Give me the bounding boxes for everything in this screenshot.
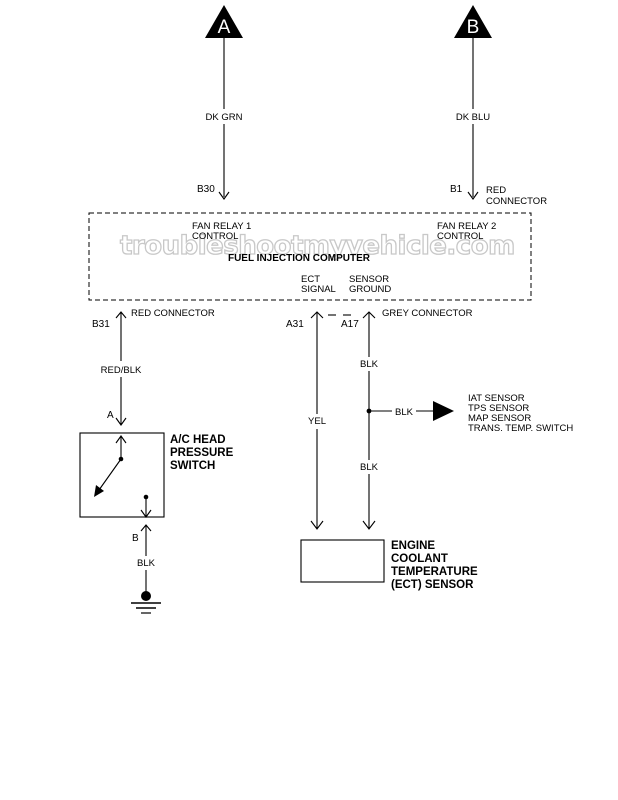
wire-red-blk: RED/BLK	[101, 312, 142, 426]
connector-a: A	[205, 5, 243, 38]
wire-label-blk-ground: BLK	[137, 558, 156, 569]
computer-title: FUEL INJECTION COMPUTER	[228, 253, 371, 264]
wire-label-blk-branch: BLK	[395, 407, 414, 418]
ect-sensor-line2: COOLANT	[391, 553, 448, 565]
wire-label-red-blk: RED/BLK	[101, 365, 142, 376]
pin-b31: B31	[92, 319, 110, 330]
pin-b30: B30	[197, 184, 215, 195]
watermark: troubleshootmyvehicle.com	[120, 231, 515, 261]
pin-b1: B1	[450, 184, 463, 195]
connector-b: B	[454, 5, 492, 38]
shared-ground-item-2: TPS SENSOR	[468, 403, 529, 414]
red-connector-left: RED CONNECTOR	[131, 308, 215, 319]
wire-label-blk-upper: BLK	[360, 359, 379, 370]
shared-ground-item-1: IAT SENSOR	[468, 393, 525, 404]
ac-head-pressure-switch	[79, 432, 165, 518]
fuel-injection-computer: troubleshootmyvehicle.com FAN RELAY 1 CO…	[88, 212, 532, 301]
pin-switch-b: B	[132, 533, 139, 544]
wire-label-blk-lower: BLK	[360, 462, 379, 473]
arrow-right-icon	[433, 401, 454, 421]
fan-relay-2-line1: FAN RELAY 2	[437, 221, 496, 232]
wire-label-dk-grn: DK GRN	[206, 112, 243, 123]
pin-switch-a: A	[107, 410, 114, 421]
red-connector-top-line1: RED	[486, 185, 506, 196]
fan-relay-1-line1: FAN RELAY 1	[192, 221, 251, 232]
wire-blk-sensor-ground: BLK BLK	[360, 312, 379, 530]
ect-sensor-line3: TEMPERATURE	[391, 566, 478, 578]
shared-ground-item-4: TRANS. TEMP. SWITCH	[468, 423, 573, 434]
wire-yel: YEL	[308, 312, 326, 530]
wire-blk-branch: BLK	[366, 401, 454, 421]
ect-sensor-box	[300, 539, 385, 583]
wire-dk-grn: DK GRN	[206, 38, 243, 200]
fan-relay-1-line2: CONTROL	[192, 231, 238, 242]
grey-connector: GREY CONNECTOR	[382, 308, 473, 319]
connector-a-label: A	[218, 17, 231, 38]
wire-label-dk-blu: DK BLU	[456, 112, 490, 123]
pin-a31: A31	[286, 319, 304, 330]
ground-icon	[131, 591, 161, 614]
wire-dk-blu: DK BLU	[456, 38, 490, 200]
ect-signal-line2: SIGNAL	[301, 284, 336, 295]
red-connector-top-line2: CONNECTOR	[486, 196, 547, 207]
ect-sensor-line1: ENGINE	[391, 540, 435, 552]
ac-switch-line2: PRESSURE	[170, 447, 234, 459]
wire-blk-ground: BLK	[137, 525, 156, 592]
wire-label-yel: YEL	[308, 416, 326, 427]
connector-b-label: B	[467, 17, 480, 38]
fan-relay-2-line2: CONTROL	[437, 231, 483, 242]
ect-sensor-line4: (ECT) SENSOR	[391, 579, 474, 591]
pin-a17: A17	[341, 319, 359, 330]
sensor-ground-line2: GROUND	[349, 284, 391, 295]
shared-ground-item-3: MAP SENSOR	[468, 413, 531, 424]
ect-signal-line1: ECT	[301, 274, 320, 285]
sensor-ground-line1: SENSOR	[349, 274, 389, 285]
ac-switch-line3: SWITCH	[170, 460, 215, 472]
ac-switch-line1: A/C HEAD	[170, 434, 226, 446]
